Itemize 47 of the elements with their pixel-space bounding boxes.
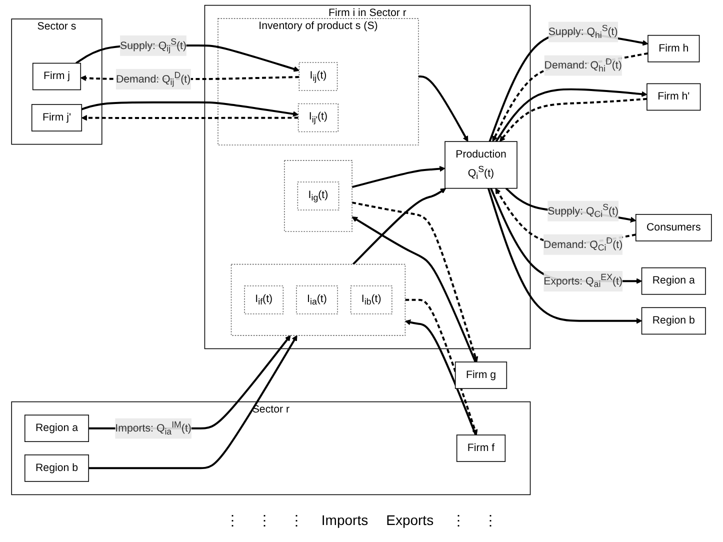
arrow xyxy=(418,76,468,142)
node-box: Firm g xyxy=(454,362,508,389)
arrow xyxy=(500,98,648,142)
arrow xyxy=(492,52,648,142)
node-box: Region a xyxy=(641,267,706,295)
ellipsis-mark: ⋮ xyxy=(484,512,498,528)
node-box: Firm j' xyxy=(31,104,82,132)
edge-label: Imports: Q$_{ia}$$^{IM}$(t) xyxy=(115,420,192,436)
ellipsis-mark: ⋮ xyxy=(225,512,240,528)
node-box: Consumers xyxy=(635,214,712,242)
node-box: Firm h xyxy=(648,34,700,62)
node-box: Region a xyxy=(24,414,89,442)
cluster xyxy=(230,264,406,336)
arrow xyxy=(404,319,477,436)
arrow xyxy=(81,101,299,117)
node-box: Firm j xyxy=(32,62,82,90)
node-box: Firm f xyxy=(456,434,506,462)
ellipsis-mark: ⋮ xyxy=(257,512,272,528)
edge-label: Supply: Q$_{Ci}$$^{S}$(t) xyxy=(548,202,619,220)
group-heading: Imports xyxy=(321,512,368,528)
arrow xyxy=(490,188,642,284)
arrow xyxy=(495,88,648,142)
edge-label: Demand: Q$_{Ci}$$^{D}$(t) xyxy=(544,236,623,253)
arrow xyxy=(487,188,642,324)
node-box: Region b xyxy=(24,454,89,482)
edge-label: Demand: Q$_{hi}$$^{D}$(t) xyxy=(544,56,622,74)
arrow xyxy=(405,298,478,436)
ellipsis-mark: ⋮ xyxy=(289,512,304,528)
edge-label: Exports: Q$_{ai}$$^{EX}$(t) xyxy=(544,272,622,290)
node-box: I$_{ib}$(t) xyxy=(350,286,392,314)
edge-label: Supply: Q$_{ij}$$^{S}$(t) xyxy=(120,36,187,54)
node-box: Firm h' xyxy=(646,83,701,111)
group-heading: Exports xyxy=(386,512,434,528)
node-box: I$_{ig}$(t) xyxy=(297,182,340,210)
arrow xyxy=(352,188,446,266)
node-box: I$_{ij}$(t) xyxy=(298,62,338,91)
edge-label: Supply: Q$_{hi}$$^{S}$(t) xyxy=(548,23,618,40)
node-box: Production Q$_{i}$$^{S}$(t) xyxy=(444,141,518,189)
cluster xyxy=(284,160,352,232)
node-box: I$_{if}$(t) xyxy=(244,286,284,314)
edge-label: Demand: Q$_{ij}$$^{D}$(t) xyxy=(116,70,191,88)
node-box: I$_{ia}$(t) xyxy=(296,286,338,314)
ellipsis-mark: ⋮ xyxy=(452,512,466,528)
node-box: Region b xyxy=(641,307,706,335)
arrow xyxy=(81,114,298,121)
arrow xyxy=(352,166,446,188)
node-box: I$_{ij'}$(t) xyxy=(298,103,339,132)
